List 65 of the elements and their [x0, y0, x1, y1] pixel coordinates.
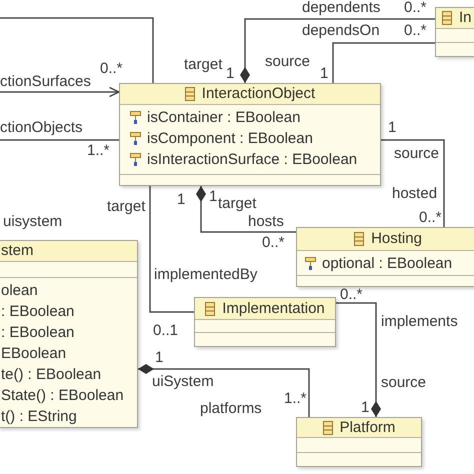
role-label: platforms	[200, 401, 262, 416]
role-label: target	[184, 57, 222, 72]
operation-text: olean	[1, 282, 38, 300]
class-name: Platform	[340, 418, 396, 436]
operation-text: : EBoolean	[1, 302, 74, 320]
multiplicity-label: 0..1	[153, 323, 178, 338]
class-box	[0, 240, 138, 428]
operation-text: State() : EBoolean	[1, 386, 124, 404]
composition-line	[196, 186, 296, 233]
edge-label: ctionObjects	[0, 120, 83, 135]
composition-line	[336, 302, 381, 417]
class-name: stem	[1, 242, 34, 260]
multiplicity-label: 0..*	[404, 23, 427, 38]
role-label: target	[218, 196, 256, 211]
association-line	[381, 139, 445, 227]
multiplicity-label: 0..*	[340, 287, 363, 302]
role-label: implementedBy	[154, 267, 258, 282]
composition-line	[138, 364, 310, 417]
role-label: uiSystem	[152, 374, 214, 389]
attribute-text: optional : EBoolean	[322, 254, 452, 272]
class-box	[296, 227, 474, 287]
role-label: target	[107, 199, 146, 214]
composition-line	[240, 18, 435, 83]
class-box	[194, 297, 336, 347]
operation-text: EBoolean	[1, 344, 66, 362]
multiplicity-label: 0..*	[262, 235, 285, 250]
multiplicity-label: 1	[361, 400, 370, 415]
operation-text: te() : EBoolean	[1, 366, 102, 384]
role-label: implements	[381, 314, 458, 329]
class-name: Implementation	[222, 300, 325, 318]
association-line	[0, 139, 119, 141]
multiplicity-label: 1..*	[284, 391, 307, 406]
role-label: hosts	[248, 214, 284, 229]
multiplicity-label: 0..*	[419, 210, 442, 225]
multiplicity-label: 1	[226, 66, 234, 81]
operation-text: t() : EString	[1, 408, 77, 426]
class-name: In	[459, 9, 472, 27]
multiplicity-label: 1	[320, 66, 328, 81]
edge-label: ctionSurfaces	[0, 74, 91, 89]
class-box	[119, 83, 381, 186]
multiplicity-label: 0..*	[100, 61, 123, 76]
association-line	[149, 186, 194, 313]
multiplicity-label: 1..*	[87, 143, 110, 158]
attribute-text: isContainer : EBoolean	[147, 108, 300, 126]
role-label: hosted	[392, 186, 438, 201]
role-label: dependents	[302, 0, 380, 15]
operation-text: : EBoolean	[1, 324, 74, 342]
role-label: source	[381, 375, 426, 390]
multiplicity-label: 1	[388, 120, 396, 135]
role-label: source	[394, 146, 440, 161]
attribute-text: isComponent : EBoolean	[147, 130, 313, 148]
multiplicity-label: 0..*	[404, 0, 427, 15]
class-name: InteractionObject	[202, 85, 316, 103]
role-label: dependsOn	[302, 23, 380, 38]
multiplicity-label: 1	[209, 189, 218, 204]
arrow	[0, 86, 120, 98]
association-line	[332, 42, 435, 83]
association-line	[0, 17, 154, 83]
attribute-text: isInteractionSurface : EBoolean	[147, 150, 358, 168]
class-box	[296, 417, 422, 467]
class-name: Hosting	[371, 230, 422, 248]
class-box	[435, 7, 474, 57]
multiplicity-label: 1	[177, 192, 186, 207]
role-label: source	[265, 54, 310, 69]
multiplicity-label: 1	[155, 350, 164, 365]
